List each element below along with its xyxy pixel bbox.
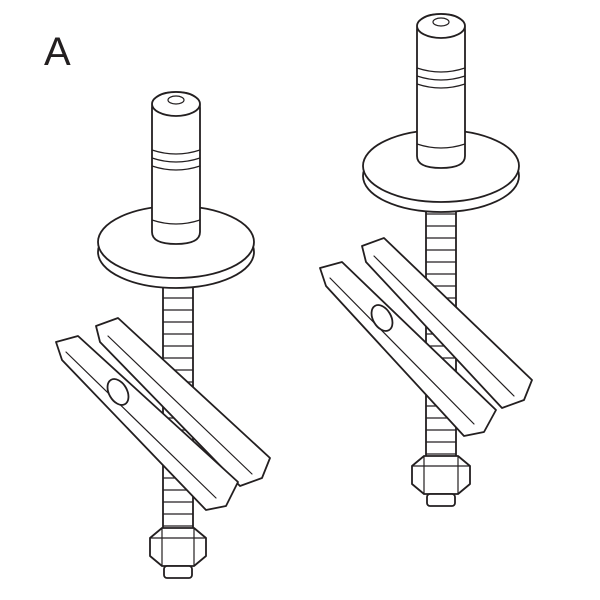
toggle-wing-edge [65,335,253,499]
toggle-wing-front [55,335,239,511]
toggle-wing-back [95,317,271,487]
rod-end [163,565,193,579]
cap-rings [151,149,201,225]
cap-dimple [432,17,450,27]
toggle-wing-back [361,237,533,409]
hex-nut [149,527,207,567]
toggle-wing-front [319,261,497,437]
cap-rings [416,67,466,149]
toggle-wing-edge [329,255,515,425]
toggle-pivot-hole [106,378,130,406]
toggle-pivot-hole [370,304,394,332]
figure-label: A [44,30,71,74]
bolt-left [55,91,271,579]
rod-end [426,493,456,507]
bolt-right [319,13,533,507]
cap-dimple [167,95,185,105]
hex-nut [411,455,471,495]
